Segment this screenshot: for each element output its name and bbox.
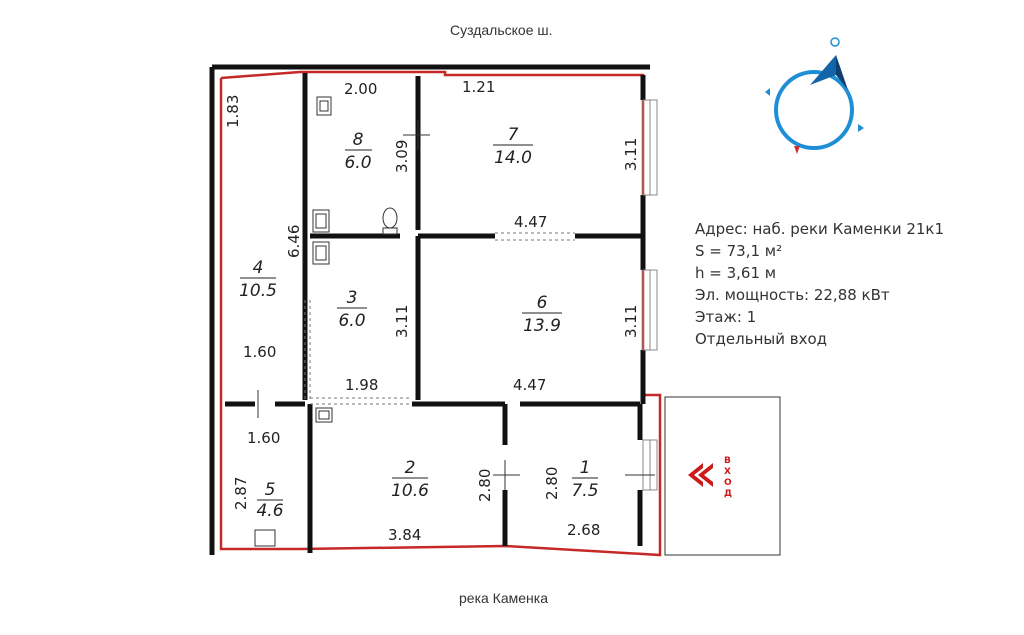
- room-area: 14.0: [494, 148, 532, 168]
- room-area: 7.5: [571, 481, 598, 501]
- room-labels: 8 6.0 7 14.0 4 10.5 3 6.0 6 13.9 5 4.6 2…: [239, 125, 598, 521]
- walls: [209, 64, 650, 555]
- dimension: 2.68: [567, 521, 600, 539]
- room-area: 4.6: [256, 501, 283, 521]
- dimension: 4.47: [514, 213, 547, 231]
- room-area: 13.9: [523, 316, 561, 336]
- room-number: 2: [405, 458, 416, 478]
- info-area: S = 73,1 м²: [695, 242, 783, 260]
- room-area: 10.5: [239, 281, 277, 301]
- dimension: 2.00: [344, 80, 377, 98]
- dimension: 1.83: [224, 95, 242, 128]
- info-height: h = 3,61 м: [695, 264, 777, 282]
- entrance-letter: Д: [724, 489, 732, 499]
- dimension: 1.98: [345, 376, 378, 394]
- dimension: 3.11: [622, 138, 640, 171]
- room-number: 5: [265, 480, 276, 500]
- entrance-arrow-icon: [688, 463, 713, 487]
- room-number: 7: [508, 125, 519, 145]
- room-area: 6.0: [338, 311, 365, 331]
- street-top-label: Суздальское ш.: [450, 22, 553, 38]
- entrance-letter: В: [724, 456, 731, 466]
- info-power: Эл. мощность: 22,88 кВт: [695, 286, 890, 304]
- dimension: 4.47: [513, 376, 546, 394]
- dimension: 3.09: [393, 140, 411, 173]
- room-number: 8: [353, 130, 364, 150]
- info-entrance: Отдельный вход: [695, 330, 828, 348]
- room-area: 6.0: [344, 153, 371, 173]
- dimension: 3.11: [622, 305, 640, 338]
- info-floor: Этаж: 1: [695, 308, 757, 326]
- room-number: 4: [253, 258, 264, 278]
- dimension: 6.46: [285, 225, 303, 258]
- room-number: 1: [580, 458, 591, 478]
- dimension: 1.21: [462, 78, 495, 96]
- dimension: 3.11: [393, 305, 411, 338]
- room-area: 10.6: [391, 481, 429, 501]
- room-number: 6: [537, 293, 548, 313]
- info-address: Адрес: наб. реки Каменки 21к1: [695, 220, 945, 238]
- dimension: 2.87: [232, 477, 250, 510]
- sanitary-fixtures: [254, 96, 398, 547]
- dimension-labels: 2.00 1.21 1.83 3.09 3.11 6.46 4.47 3.11 …: [224, 78, 640, 544]
- compass-icon: [765, 37, 864, 154]
- entrance-letter: О: [724, 478, 732, 488]
- entrance-label: В Х О Д: [724, 456, 732, 499]
- entrance-area: [664, 396, 781, 556]
- entrance-letter: Х: [724, 467, 731, 477]
- openings: [304, 232, 575, 405]
- doors: [257, 120, 655, 490]
- street-bottom-label: река Каменка: [459, 590, 548, 606]
- dimension: 1.60: [247, 429, 280, 447]
- property-info: Адрес: наб. реки Каменки 21к1 S = 73,1 м…: [695, 218, 944, 350]
- dimension: 2.80: [476, 469, 494, 502]
- dimension: 2.80: [543, 467, 561, 500]
- room-number: 3: [347, 288, 358, 308]
- dimension: 1.60: [243, 343, 276, 361]
- dimension: 3.84: [388, 526, 421, 544]
- windows: [642, 99, 658, 491]
